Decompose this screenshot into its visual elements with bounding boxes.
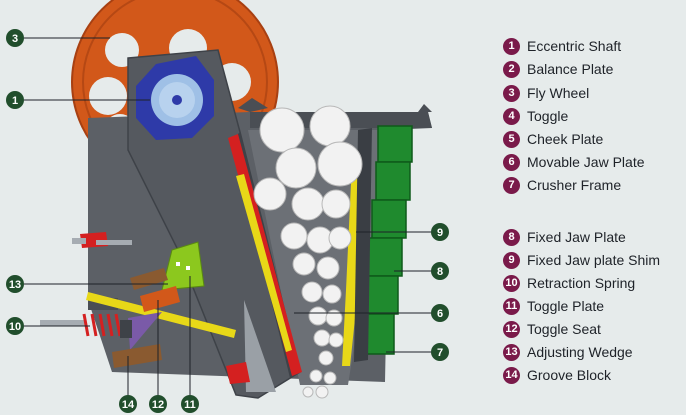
legend-number: 6 bbox=[503, 153, 520, 171]
legend-number: 13 bbox=[503, 343, 520, 361]
legend-item: 12 Toggle Seat bbox=[503, 319, 601, 339]
legend-label: Fixed Jaw plate Shim bbox=[527, 252, 661, 268]
callout-badge: 7 bbox=[431, 343, 449, 361]
callout-label: 10 bbox=[9, 321, 21, 333]
toggle-seat bbox=[140, 286, 180, 312]
fixed-jaw-plate bbox=[354, 125, 413, 362]
legend-number: 14 bbox=[503, 366, 520, 384]
legend-label: Adjusting Wedge bbox=[527, 344, 633, 360]
legend-item: 8 Fixed Jaw Plate bbox=[503, 227, 626, 247]
legend-number: 4 bbox=[503, 107, 520, 125]
balance-plate bbox=[236, 174, 292, 352]
legend-item: 13 Adjusting Wedge bbox=[503, 342, 633, 362]
callout-lines bbox=[24, 37, 440, 396]
legend-number: 1 bbox=[503, 37, 520, 55]
legend-item: 1 Eccentric Shaft bbox=[503, 36, 621, 56]
toggle-mechanism bbox=[40, 232, 250, 384]
legend-label: Balance Plate bbox=[527, 61, 614, 77]
rocks bbox=[253, 105, 363, 399]
callout-badge: 13 bbox=[6, 275, 24, 293]
legend-number: 11 bbox=[503, 297, 520, 315]
legend-item: 9 Fixed Jaw plate Shim bbox=[503, 250, 660, 270]
legend-item: 11 Toggle Plate bbox=[503, 296, 604, 316]
legend-label: Crusher Frame bbox=[527, 177, 622, 193]
toggle-plate-bar bbox=[86, 292, 236, 338]
legend-label: Movable Jaw Plate bbox=[527, 154, 645, 170]
callout-badge: 9 bbox=[431, 223, 449, 241]
callout-badge: 8 bbox=[431, 262, 449, 280]
callout-badge: 3 bbox=[6, 29, 24, 47]
legend-item: 6 Movable Jaw Plate bbox=[503, 152, 645, 172]
eccentric-shaft bbox=[136, 56, 214, 140]
legend-number: 7 bbox=[503, 176, 520, 194]
callout-badge: 10 bbox=[6, 317, 24, 335]
callout-badge: 12 bbox=[149, 395, 167, 413]
legend-item: 10 Retraction Spring bbox=[503, 273, 635, 293]
callout-label: 9 bbox=[437, 227, 443, 239]
legend-label: Fixed Jaw Plate bbox=[527, 229, 626, 245]
legend-label: Cheek Plate bbox=[527, 131, 604, 147]
callout-label: 11 bbox=[184, 399, 196, 411]
legend-label: Retraction Spring bbox=[527, 275, 636, 291]
legend-number: 12 bbox=[503, 320, 520, 338]
legend-label: Groove Block bbox=[527, 367, 612, 383]
callout-label: 14 bbox=[122, 399, 135, 411]
callout-label: 1 bbox=[12, 95, 18, 107]
retraction-spring bbox=[82, 313, 122, 337]
legend-label: Toggle Seat bbox=[527, 321, 601, 337]
legend-item: 7 Crusher Frame bbox=[503, 175, 621, 195]
legend-item: 5 Cheek Plate bbox=[503, 129, 603, 149]
legend-label: Fly Wheel bbox=[527, 85, 590, 101]
legend-number: 2 bbox=[503, 60, 520, 78]
legend-number: 10 bbox=[503, 274, 520, 292]
fly-wheel-hole bbox=[89, 77, 127, 115]
legend-item: 2 Balance Plate bbox=[503, 59, 613, 79]
legend-item: 4 Toggle bbox=[503, 106, 568, 126]
legend-number: 8 bbox=[503, 228, 520, 246]
legend-item: 14 Groove Block bbox=[503, 365, 611, 385]
legend-item: 3 Fly Wheel bbox=[503, 83, 589, 103]
callout-badge: 14 bbox=[119, 395, 137, 413]
parts-legend: 1 Eccentric Shaft 2 Balance Plate 3 Fly Whe… bbox=[503, 0, 686, 415]
legend-number: 3 bbox=[503, 84, 520, 102]
callout-label: 13 bbox=[9, 279, 21, 291]
legend-number: 9 bbox=[503, 251, 520, 269]
legend-label: Toggle bbox=[527, 108, 569, 124]
callout-label: 12 bbox=[152, 399, 164, 411]
callout-label: 3 bbox=[12, 33, 18, 45]
callout-label: 8 bbox=[437, 266, 443, 278]
legend-label: Toggle Plate bbox=[527, 298, 605, 314]
callout-badge: 11 bbox=[181, 395, 199, 413]
callout-label: 6 bbox=[437, 308, 443, 320]
legend-number: 5 bbox=[503, 130, 520, 148]
callout-badge: 1 bbox=[6, 91, 24, 109]
jaw-crusher-diagram: 3 1 13 10 14 12 11 9 8 6 7 bbox=[6, 0, 449, 413]
legend-label: Eccentric Shaft bbox=[527, 38, 622, 54]
callout-badge: 6 bbox=[431, 304, 449, 322]
groove-block bbox=[112, 344, 162, 368]
callout-label: 7 bbox=[437, 347, 443, 359]
